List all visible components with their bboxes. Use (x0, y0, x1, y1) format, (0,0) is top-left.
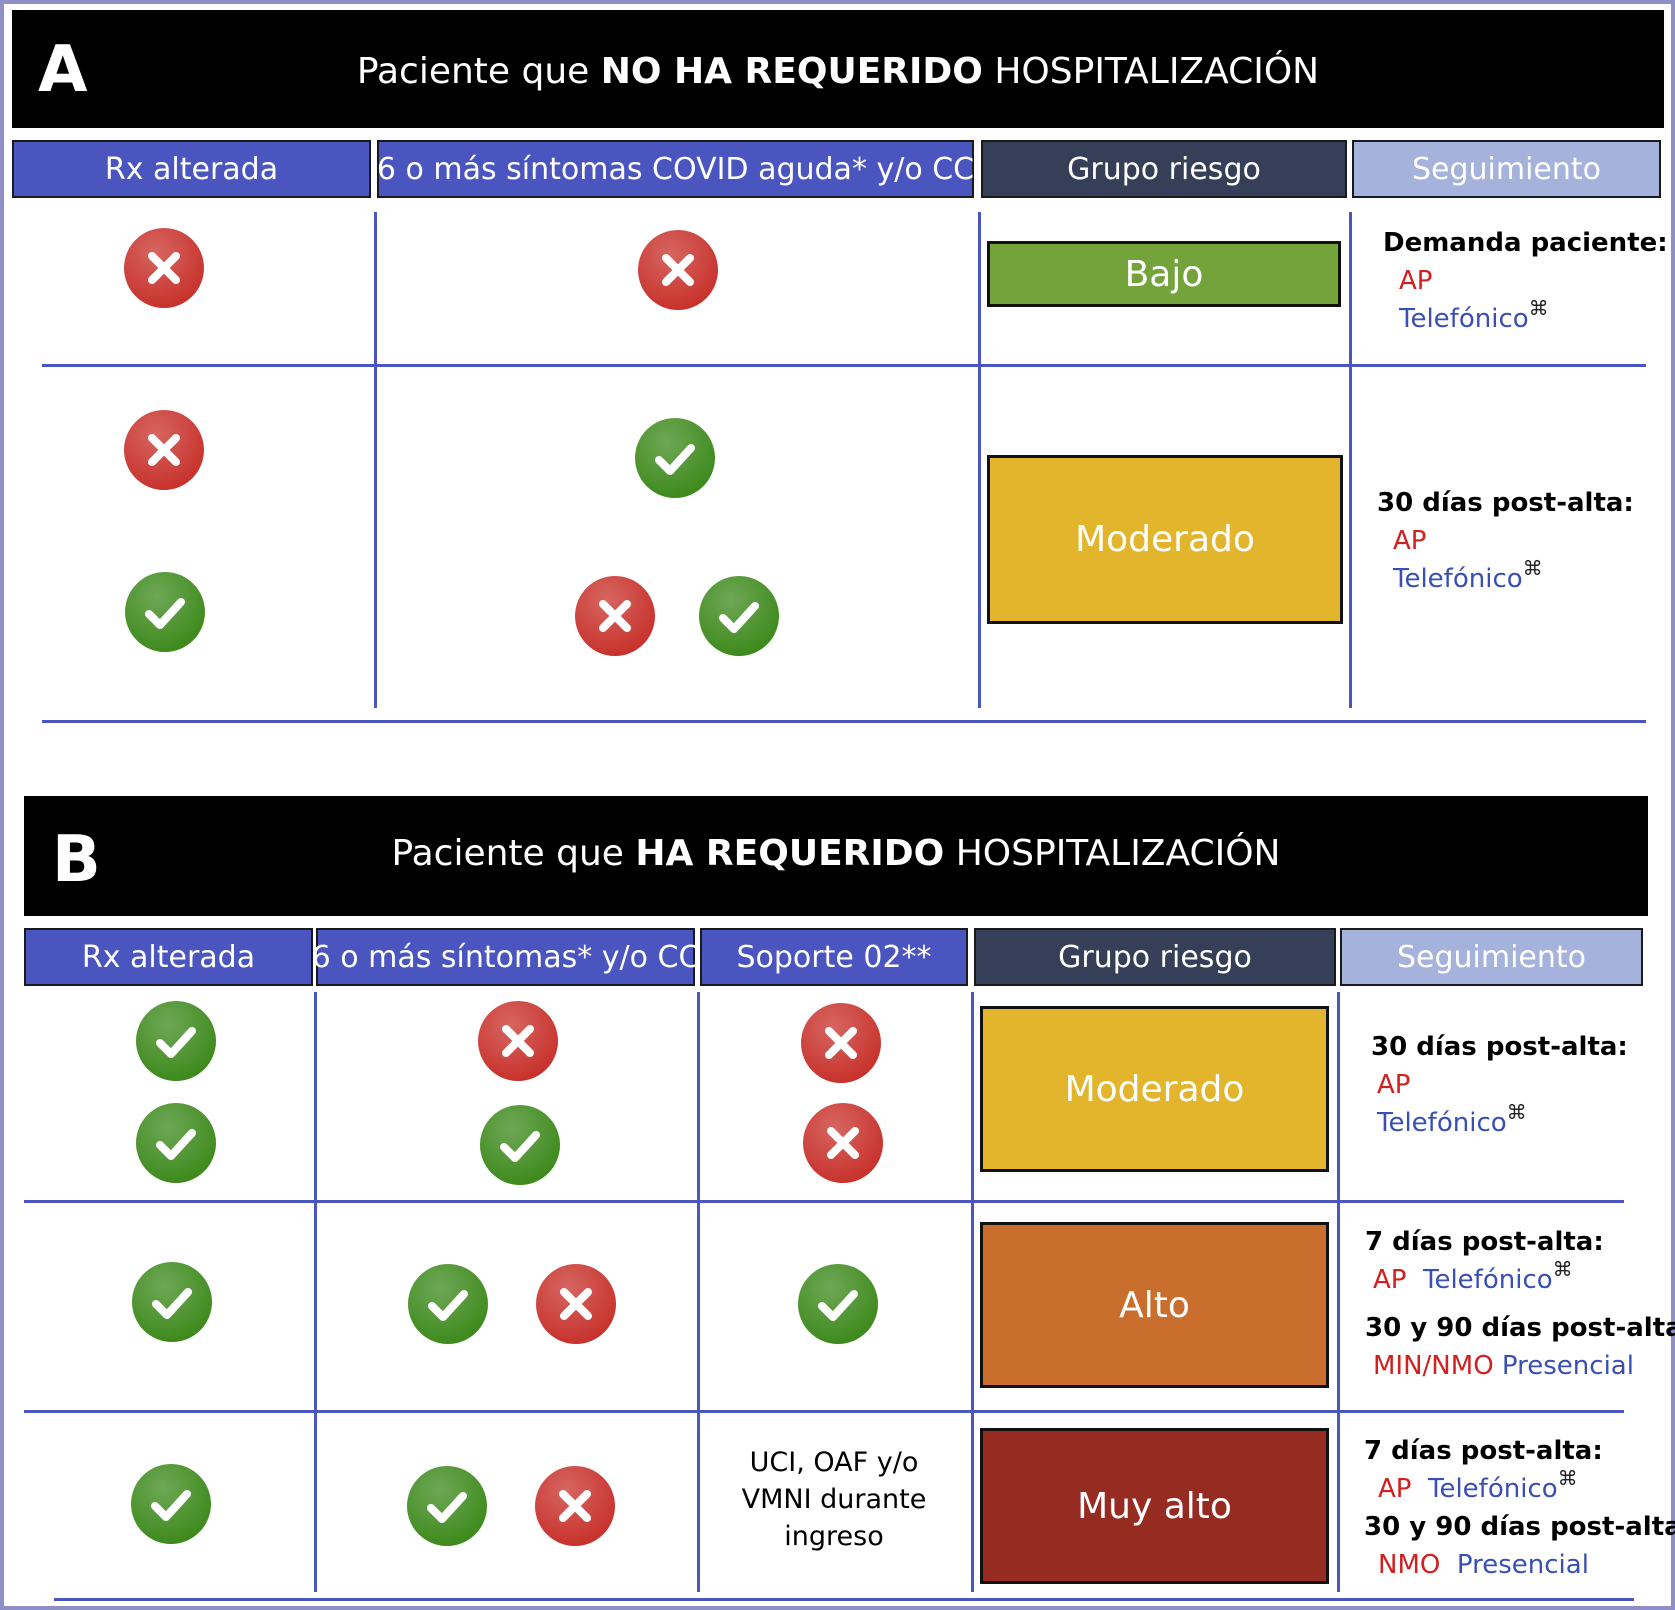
oxygen-support-note: UCI, OAF y/o VMNI durante ingreso (700, 1444, 968, 1555)
cross-circle-icon (122, 226, 206, 310)
cross-circle-icon (122, 408, 206, 492)
command-symbol-icon: ⌘ (1557, 1466, 1578, 1490)
panel-a-bottom-line (42, 720, 1646, 723)
follow-heading: 7 días post-alta: (1365, 1227, 1604, 1257)
check-circle-icon (134, 999, 218, 1083)
panel-a-title: Paciente que NO HA REQUERIDO HOSPITALIZA… (12, 54, 1664, 90)
follow-ap: AP (1393, 526, 1427, 556)
follow-heading: 7 días post-alta: (1364, 1436, 1603, 1466)
command-symbol-icon: ⌘ (1522, 556, 1543, 580)
check-circle-icon (796, 1262, 880, 1346)
follow-telefonico: Telefónico (1377, 1108, 1507, 1138)
panel-b-follow-row1: 30 días post-alta: AP Telefónico⌘ (1371, 1028, 1628, 1142)
check-circle-icon (633, 416, 717, 500)
follow-unit: NMO (1378, 1550, 1441, 1580)
follow-ap: AP (1373, 1265, 1407, 1295)
panel-b-header-symptoms: 6 o más síntomas* y/o CC (312, 928, 699, 986)
check-circle-icon (478, 1103, 562, 1187)
panel-b-row-divider (24, 1410, 1624, 1413)
panel-b-header-followup: Seguimiento (1340, 928, 1643, 986)
command-symbol-icon: ⌘ (1528, 296, 1549, 320)
follow-telefonico: Telefónico (1393, 564, 1523, 594)
oxygen-note-line: VMNI durante (741, 1484, 927, 1515)
cross-circle-icon (476, 999, 560, 1083)
panel-a-header-symptoms: 6 o más síntomas COVID aguda* y/o CC (377, 140, 974, 198)
risk-badge-moderado: Moderado (980, 1006, 1329, 1172)
panel-a-title-post: HOSPITALIZACIÓN (982, 51, 1320, 92)
cross-circle-icon (799, 1001, 883, 1085)
cross-circle-icon (573, 574, 657, 658)
command-symbol-icon: ⌘ (1552, 1257, 1573, 1281)
oxygen-note-line: UCI, OAF y/o (749, 1447, 919, 1478)
panel-a-letter: A (38, 33, 88, 107)
panel-a-follow-row2: 30 días post-alta: AP Telefónico⌘ (1377, 484, 1634, 598)
panel-a-follow-row1: Demanda paciente: AP Telefónico⌘ (1383, 224, 1668, 338)
risk-badge-muy-alto: Muy alto (980, 1428, 1329, 1584)
cross-circle-icon (534, 1262, 618, 1346)
risk-badge-bajo: Bajo (987, 241, 1341, 307)
cross-circle-icon (636, 228, 720, 312)
panel-a-banner: A Paciente que NO HA REQUERIDO HOSPITALI… (12, 10, 1664, 128)
follow-heading: 30 días post-alta: (1377, 488, 1634, 518)
check-circle-icon (697, 574, 781, 658)
follow-mode: Presencial (1456, 1550, 1589, 1580)
check-circle-icon (130, 1260, 214, 1344)
follow-telefonico: Telefónico (1423, 1265, 1553, 1295)
risk-badge-alto: Alto (980, 1222, 1329, 1388)
panel-b-row-divider (24, 1200, 1624, 1203)
check-circle-icon (129, 1462, 213, 1546)
panel-b-header-oxygen: Soporte 02** (700, 928, 968, 986)
follow-ap: AP (1377, 1070, 1411, 1100)
panel-b-letter: B (52, 823, 101, 897)
panel-b-col-divider (971, 992, 974, 1592)
follow-ap: AP (1378, 1474, 1412, 1504)
panel-b-title-pre: Paciente que (391, 833, 636, 874)
panel-a-header-risk: Grupo riesgo (981, 140, 1347, 198)
cross-circle-icon (801, 1101, 885, 1185)
follow-heading: 30 días post-alta: (1371, 1032, 1628, 1062)
panel-a-header-rx: Rx alterada (12, 140, 371, 198)
panel-a-col-divider (374, 212, 377, 708)
panel-b-header-risk: Grupo riesgo (974, 928, 1336, 986)
panel-a-row-divider (42, 364, 1646, 367)
panel-b-title-bold: HA REQUERIDO (635, 833, 945, 874)
follow-heading: Demanda paciente: (1383, 228, 1668, 258)
cross-circle-icon (533, 1464, 617, 1548)
risk-badge-moderado: Moderado (987, 455, 1343, 624)
follow-telefonico: Telefónico (1399, 304, 1529, 334)
panel-b-banner: B Paciente que HA REQUERIDO HOSPITALIZAC… (24, 796, 1648, 916)
panel-a-header-followup: Seguimiento (1352, 140, 1661, 198)
check-circle-icon (134, 1101, 218, 1185)
follow-heading-2: 30 y 90 días post-alta: (1364, 1512, 1675, 1542)
check-circle-icon (123, 570, 207, 654)
follow-telefonico: Telefónico (1428, 1474, 1558, 1504)
panel-b-col-divider (697, 992, 700, 1592)
panel-b-follow-row2: 7 días post-alta: AP Telefónico⌘ 30 y 90… (1365, 1223, 1675, 1385)
follow-unit: MIN/NMO (1373, 1351, 1494, 1381)
panel-a-title-pre: Paciente que (356, 51, 601, 92)
panel-b-title: Paciente que HA REQUERIDO HOSPITALIZACIÓ… (24, 836, 1648, 872)
follow-ap: AP (1399, 266, 1433, 296)
panel-a-col-divider (1349, 212, 1352, 708)
command-symbol-icon: ⌘ (1506, 1100, 1527, 1124)
follow-heading-2: 30 y 90 días post-alta: (1365, 1313, 1675, 1343)
panel-b-col-divider (1337, 992, 1340, 1592)
oxygen-note-line: ingreso (784, 1521, 884, 1552)
panel-a-col-divider (978, 212, 981, 708)
check-circle-icon (405, 1464, 489, 1548)
follow-mode: Presencial (1501, 1351, 1634, 1381)
panel-b-bottom-line (54, 1598, 1634, 1601)
panel-b-follow-row3: 7 días post-alta: AP Telefónico⌘ 30 y 90… (1364, 1432, 1675, 1584)
panel-a-title-bold: NO HA REQUERIDO (600, 51, 983, 92)
check-circle-icon (406, 1262, 490, 1346)
panel-b-title-post: HOSPITALIZACIÓN (944, 833, 1281, 874)
panel-b-header-rx: Rx alterada (24, 928, 313, 986)
panel-b-col-divider (314, 992, 317, 1592)
